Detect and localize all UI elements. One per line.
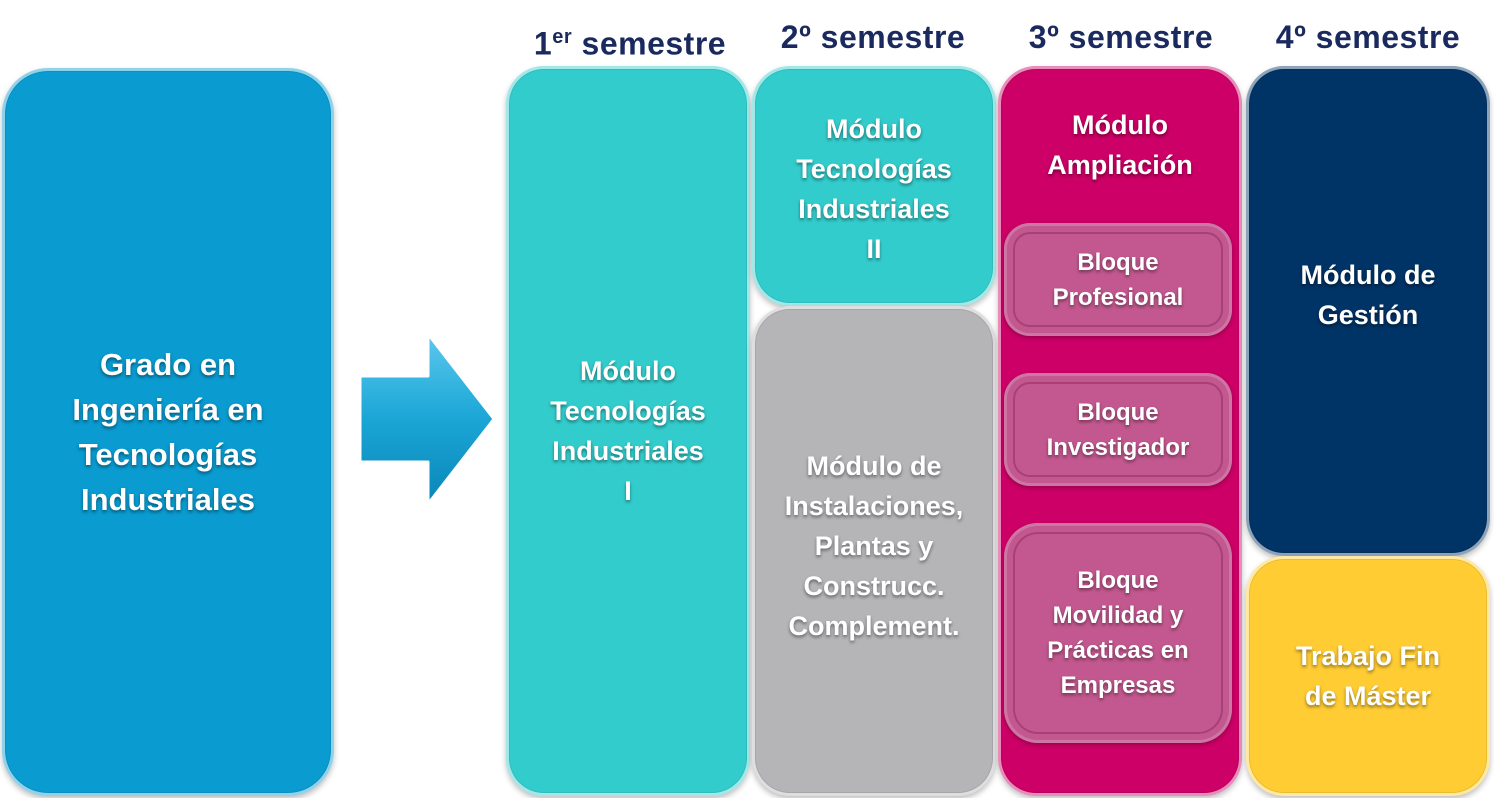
right-arrow-icon <box>358 332 496 506</box>
modulo-instalaciones-label: Módulo de Instalaciones, Plantas y Const… <box>784 451 964 641</box>
bloque-investigador-box: Bloque Investigador <box>1004 373 1232 486</box>
modulo-gestion-box: Módulo de Gestión <box>1246 66 1490 556</box>
header-semester-1-number: 1 <box>533 25 553 62</box>
trabajo-fin-master-box: Trabajo Fin de Máster <box>1246 556 1490 796</box>
modulo-tecnologias-2-box: Módulo Tecnologías Industriales II <box>752 66 996 306</box>
modulo-gestion-label: Módulo de Gestión <box>1300 260 1436 330</box>
trabajo-fin-master-label: Trabajo Fin de Máster <box>1295 641 1441 711</box>
grado-label: Grado en Ingeniería en Tecnologías Indus… <box>72 347 264 517</box>
bloque-profesional-label: Bloque Profesional <box>1052 248 1184 311</box>
bloque-profesional-box: Bloque Profesional <box>1004 223 1232 336</box>
bloque-investigador-label: Bloque Investigador <box>1046 398 1190 461</box>
header-semester-2: 2º semestre <box>780 19 966 55</box>
modulo-tecnologias-2-label: Módulo Tecnologías Industriales II <box>796 114 952 264</box>
modulo-instalaciones-box: Módulo de Instalaciones, Plantas y Const… <box>752 306 996 796</box>
bloque-movilidad-box: Bloque Movilidad y Prácticas en Empresas <box>1004 523 1232 743</box>
modulo-tecnologias-1-box: Módulo Tecnologías Industriales I <box>506 66 750 796</box>
header-semester-3: 3º semestre <box>1028 19 1214 55</box>
grado-box: Grado en Ingeniería en Tecnologías Indus… <box>2 68 334 796</box>
header-semester-1: 1er semestre <box>505 14 755 62</box>
header-semester-1-word: semestre <box>572 25 727 62</box>
modulo-ampliacion-label: Módulo Ampliación <box>1047 110 1193 180</box>
header-semester-4: 4º semestre <box>1275 19 1461 55</box>
modulo-tecnologias-1-label: Módulo Tecnologías Industriales I <box>550 356 706 506</box>
bloque-movilidad-label: Bloque Movilidad y Prácticas en Empresas <box>1047 567 1189 699</box>
header-semester-1-sup: er <box>552 26 573 48</box>
